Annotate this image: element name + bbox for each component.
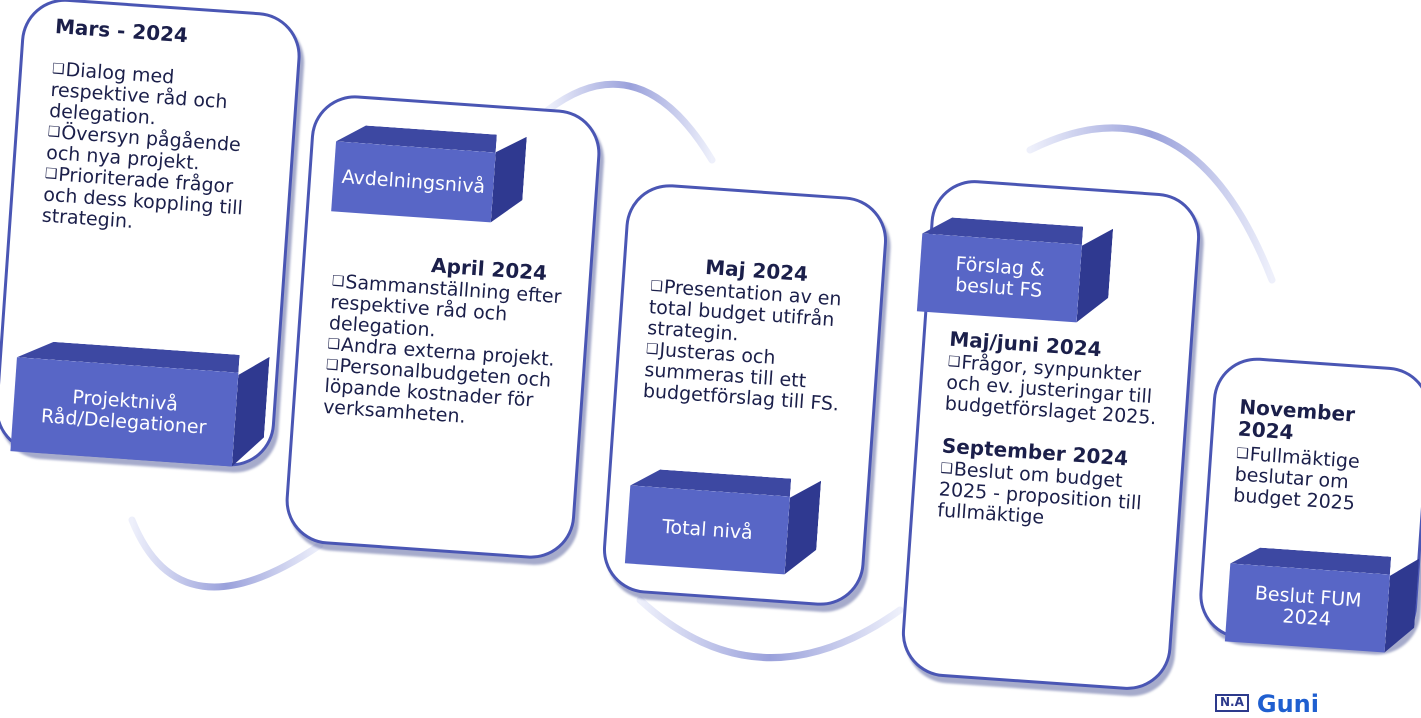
- logo-mark: N.A: [1215, 694, 1249, 712]
- stage-3-item-2: ❑Justeras och summeras till ett budgetfö…: [642, 338, 840, 416]
- checkbox-icon: ❑: [939, 460, 954, 478]
- checkbox-icon: ❑: [331, 273, 346, 290]
- checkbox-icon: ❑: [947, 353, 961, 371]
- stage-4-item-2: ❑Beslut om budget 2025 - proposition til…: [936, 458, 1143, 529]
- stage-4-label: Förslag & beslut FS: [916, 233, 1082, 323]
- checkbox-icon: ❑: [47, 123, 61, 141]
- stage-4-label-box: Förslag & beslut FS: [916, 215, 1113, 324]
- stage-3-label-box: Total nivå: [624, 467, 821, 576]
- stage-1-label-box: Projektnivå Råd/Delegationer: [10, 339, 269, 468]
- arc-top-2: [1026, 124, 1276, 284]
- stage-1-label: Projektnivå Råd/Delegationer: [10, 357, 239, 467]
- stage-4-item-1: ❑Frågor, synpunkter och ev. justeringar …: [944, 351, 1158, 430]
- checkbox-icon: ❑: [44, 165, 58, 183]
- stage-5-label-box: Beslut FUM 2024: [1224, 546, 1419, 655]
- stage-1-item-3: ❑Prioriterade frågor och dess koppling t…: [41, 163, 244, 233]
- stage-2-label: Avdelningsnivå: [331, 141, 496, 223]
- checkbox-icon: ❑: [51, 60, 66, 78]
- checkbox-icon: ❑: [325, 356, 340, 374]
- checkbox-icon: ❑: [326, 336, 341, 353]
- arc-bottom-1: [128, 516, 324, 591]
- arc-bottom-2: [636, 596, 904, 661]
- stage-5-item-1: ❑Fullmäktige beslutar om budget 2025: [1232, 443, 1361, 515]
- stage-2-item-3: ❑Personalbudgeten och löpande kostnader …: [322, 354, 552, 428]
- stage-5-period: November 2024: [1237, 394, 1356, 445]
- checkbox-icon: ❑: [649, 278, 664, 295]
- stage-3-label: Total nivå: [624, 485, 790, 575]
- logo-wordmark: Guni: [1256, 690, 1319, 718]
- stage-1-period: Mars - 2024: [54, 14, 189, 48]
- stage-5-label: Beslut FUM 2024: [1224, 563, 1390, 653]
- checkbox-icon: ❑: [645, 340, 660, 358]
- brand-logo: N.A Guni: [1215, 692, 1319, 716]
- checkbox-icon: ❑: [1235, 445, 1250, 463]
- arc-top-1: [544, 80, 716, 164]
- stage-2-label-box: Avdelningsnivå: [331, 123, 527, 224]
